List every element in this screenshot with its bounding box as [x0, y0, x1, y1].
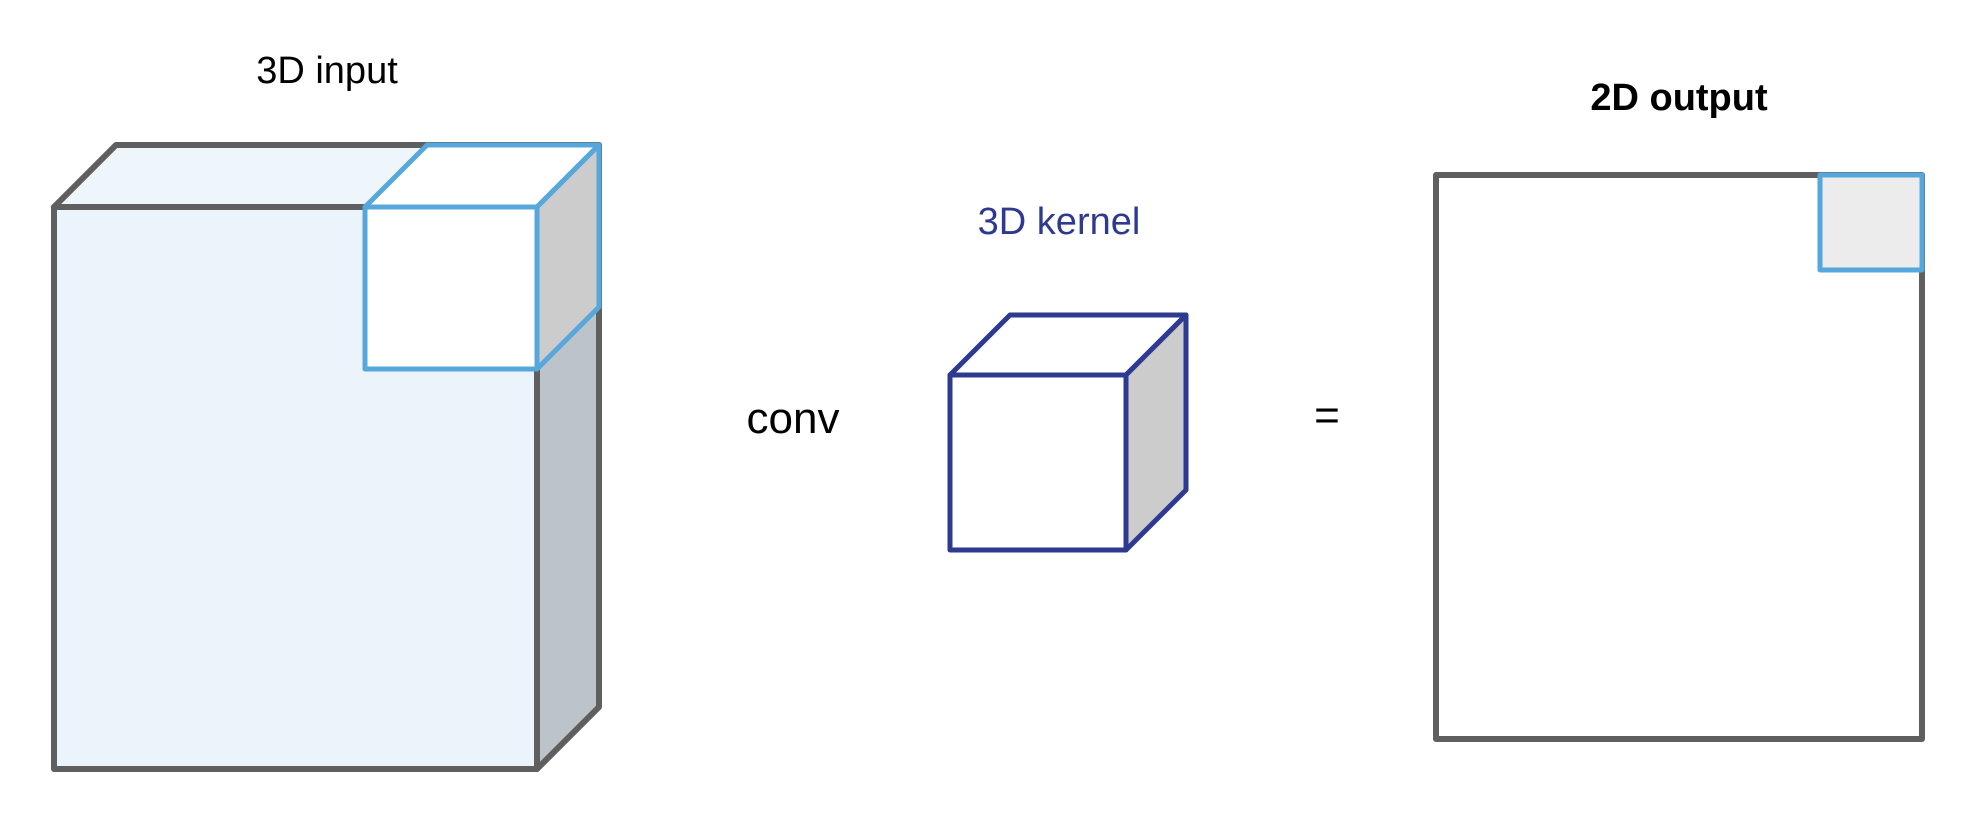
- conv-operator-label: conv: [747, 394, 840, 443]
- output-label: 2D output: [1590, 77, 1768, 119]
- window-front-face: [362, 204, 540, 372]
- output-cell-highlight: [1817, 172, 1925, 273]
- kernel-cube: [947, 312, 1189, 553]
- input-receptive-window: [362, 142, 602, 372]
- output-map: [1433, 172, 1925, 742]
- equals-sign: =: [1314, 391, 1340, 440]
- kernel-front-face: [947, 372, 1129, 553]
- input-label: 3D input: [256, 50, 398, 92]
- kernel-label: 3D kernel: [978, 201, 1141, 243]
